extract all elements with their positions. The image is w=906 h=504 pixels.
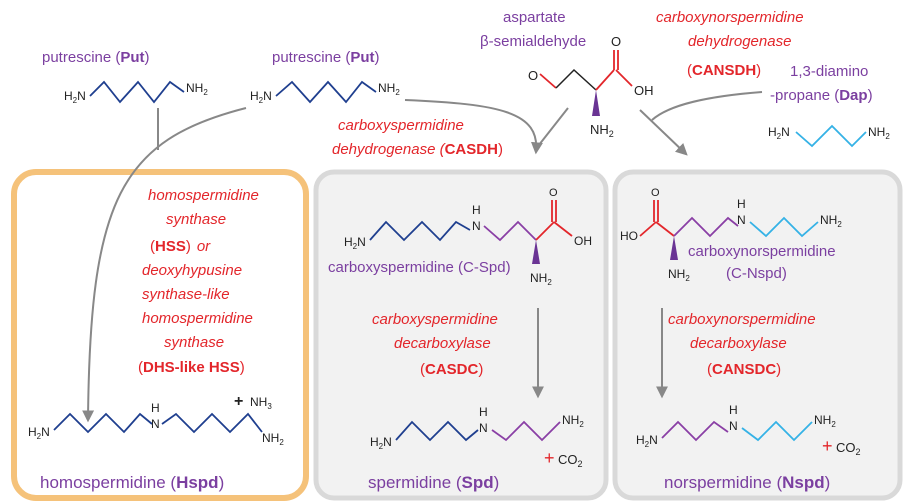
- svg-text:O: O: [651, 187, 660, 199]
- arrow-put2-to-hss: [82, 107, 247, 423]
- spd-byproduct: CO2: [558, 452, 583, 469]
- hss-enzyme-1: homospermidine: [148, 187, 259, 204]
- svg-text:H: H: [151, 401, 160, 415]
- cansdh-label-1: carboxynorspermidine: [656, 9, 804, 26]
- dap-label-1: 1,3-diamino: [790, 63, 868, 80]
- nspd-panel: [612, 169, 903, 501]
- cnspd-structure: HO O H N NH2 NH2: [620, 187, 842, 283]
- cspd-label: carboxyspermidine (C-Spd): [328, 259, 511, 276]
- put2-structure: H2N NH2: [250, 80, 400, 105]
- cnspd-label-2: (C-Nspd): [726, 265, 787, 282]
- hss-enzyme-2: synthase: [166, 211, 226, 228]
- hss-enzyme-7: synthase: [164, 334, 224, 351]
- arrow-asa-to-cnspd: [639, 109, 688, 156]
- casdc-enzyme-2: decarboxylase: [394, 335, 491, 352]
- svg-text:OH: OH: [634, 83, 654, 98]
- svg-text:NH2: NH2: [814, 413, 836, 429]
- svg-text:N: N: [729, 419, 738, 433]
- svg-text:NH2: NH2: [868, 125, 890, 141]
- nspd-structure: H2N H N NH2: [636, 403, 836, 449]
- svg-text:O: O: [528, 68, 538, 83]
- svg-text:HO: HO: [620, 229, 638, 243]
- hspd-product-label: homospermidine (Hspd): [40, 473, 224, 492]
- svg-text:H2N: H2N: [250, 89, 272, 105]
- casdc-enzyme-3: (CASDC): [420, 361, 483, 378]
- svg-text:N: N: [479, 421, 488, 435]
- cansdh-label-2: dehydrogenase: [688, 33, 791, 50]
- svg-text:N: N: [472, 219, 481, 233]
- nspd-product-label: norspermidine (Nspd): [664, 473, 830, 492]
- svg-text:H2N: H2N: [636, 433, 658, 449]
- svg-text:N: N: [151, 417, 160, 431]
- svg-text:NH2: NH2: [820, 213, 842, 229]
- svg-text:H: H: [737, 197, 746, 211]
- svg-text:NH2: NH2: [530, 271, 552, 287]
- hss-enzyme-5: synthase-like: [142, 286, 230, 303]
- spd-product-label: spermidine (Spd): [368, 473, 499, 492]
- svg-text:O: O: [549, 187, 558, 199]
- svg-text:NH2: NH2: [668, 267, 690, 283]
- cnspd-label-1: carboxynorspermidine: [688, 243, 836, 260]
- svg-text:H2N: H2N: [344, 235, 366, 251]
- aspartate-label-1: aspartate: [503, 9, 566, 26]
- hss-enzyme-3: (HSS)or: [150, 238, 211, 255]
- put1-label: putrescine (Put): [42, 49, 150, 66]
- hspd-plus: +: [234, 393, 243, 410]
- aspartate-label-2: β-semialdehyde: [480, 33, 586, 50]
- arrow-put2-to-cspd: [404, 99, 543, 155]
- svg-text:NH2: NH2: [186, 81, 208, 97]
- arrow-asa-to-cspd: [534, 107, 569, 151]
- hss-enzyme-8: (DHS-like HSS): [138, 359, 245, 376]
- svg-text:H: H: [729, 403, 738, 417]
- svg-text:N: N: [737, 213, 746, 227]
- cansdh-abbr: (CANSDH): [687, 62, 761, 79]
- svg-text:H2N: H2N: [64, 89, 86, 105]
- casdh-label-1: carboxyspermidine: [338, 117, 464, 134]
- put1-structure: H2N NH2: [64, 80, 208, 105]
- svg-text:O: O: [611, 34, 621, 49]
- hspd-structure: H2N H N NH2: [28, 401, 284, 447]
- spd-panel: [313, 169, 609, 501]
- svg-text:H2N: H2N: [768, 125, 790, 141]
- spd-structure: H2N H N NH2: [370, 405, 584, 451]
- nspd-byproduct: CO2: [836, 440, 861, 457]
- hspd-byproduct: NH3: [250, 395, 272, 411]
- svg-text:H2N: H2N: [370, 435, 392, 451]
- dap-label-2: -propane (Dap): [770, 87, 873, 104]
- svg-text:H2N: H2N: [28, 425, 50, 441]
- svg-text:NH2: NH2: [262, 431, 284, 447]
- cansdc-enzyme-3: (CANSDC): [707, 361, 781, 378]
- arrow-dap-to-cnspd: [651, 91, 763, 121]
- svg-text:H: H: [479, 405, 488, 419]
- cansdc-enzyme-1: carboxynorspermidine: [668, 311, 816, 328]
- svg-text:H: H: [472, 203, 481, 217]
- dap-structure: H2N NH2: [768, 124, 890, 148]
- put2-label: putrescine (Put): [272, 49, 380, 66]
- aspartate-structure: O O OH NH2: [528, 34, 654, 139]
- casdc-enzyme-1: carboxyspermidine: [372, 311, 498, 328]
- svg-text:NH2: NH2: [378, 81, 400, 97]
- casdh-label-2: dehydrogenase (CASDH): [332, 141, 503, 158]
- cansdc-enzyme-2: decarboxylase: [690, 335, 787, 352]
- nspd-plus: +: [822, 436, 833, 456]
- hss-enzyme-6: homospermidine: [142, 310, 253, 327]
- spd-plus: +: [544, 448, 555, 468]
- hspd-panel: [11, 169, 309, 501]
- svg-text:NH2: NH2: [562, 413, 584, 429]
- svg-text:OH: OH: [574, 234, 592, 248]
- cspd-structure: H2N H N O OH NH2: [344, 187, 592, 287]
- svg-text:NH2: NH2: [590, 122, 614, 139]
- hss-enzyme-4: deoxyhypusine: [142, 262, 242, 279]
